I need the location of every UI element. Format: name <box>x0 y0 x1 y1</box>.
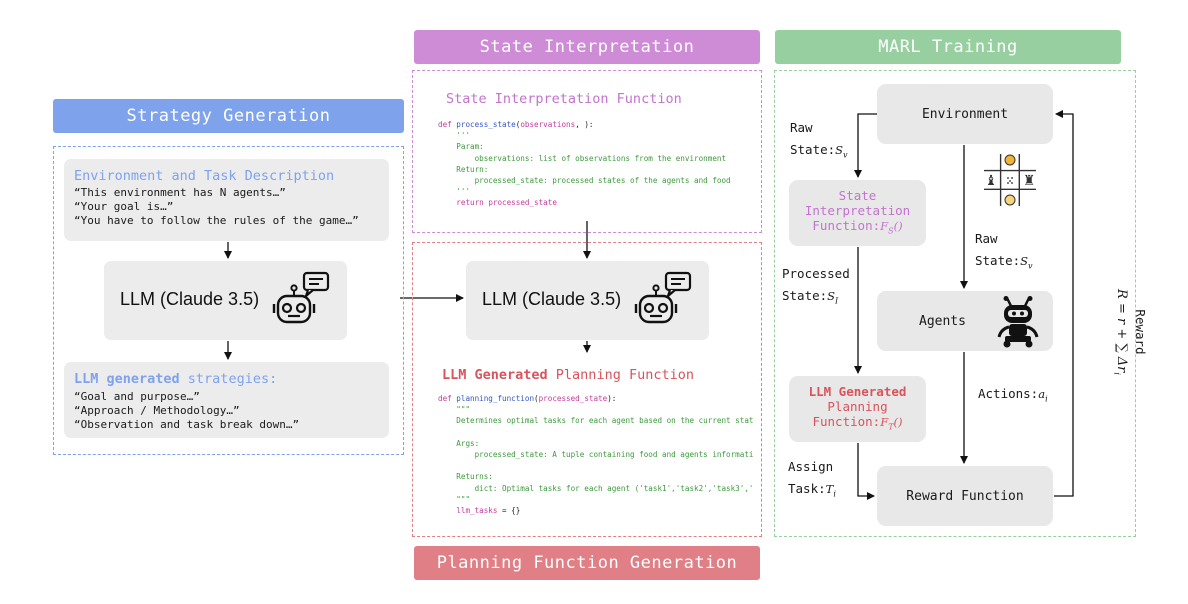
planning-function-code-card: LLM Generated Planning Function def plan… <box>424 355 754 527</box>
arrow-plan-to-reward <box>857 443 875 500</box>
marl-training-header: MARL Training <box>775 30 1121 64</box>
strategies-title: LLM generated strategies: <box>74 371 278 387</box>
svg-text:♝: ♝ <box>985 173 998 189</box>
robot-agent-icon <box>997 296 1039 348</box>
chess-grid-icon: ♝ ♜ <box>984 154 1036 206</box>
environment-task-description-box: Environment and Task Description “This e… <box>64 159 389 241</box>
reward-function-node: Reward Function <box>877 466 1053 526</box>
robot-chat-icon <box>272 271 330 324</box>
env-line: “This environment has N agents…” <box>74 186 286 199</box>
llm-generated-strategies-box: LLM generated strategies: “Goal and purp… <box>64 362 389 438</box>
arrow-reward-to-env <box>1054 110 1074 497</box>
reward-title: Reward <box>1133 309 1148 355</box>
reward-loop-label: Reward R = r + ∑ Δri <box>1105 237 1149 427</box>
llm-claude-box-right: LLM (Claude 3.5) <box>466 261 709 340</box>
svg-text:♜: ♜ <box>1023 173 1036 189</box>
state-interpretation-header: State Interpretation <box>414 30 760 64</box>
raw-state-mid-label: Raw State:Sv <box>975 231 1033 271</box>
llm-generated-planning-function-node: LLM Generated Planning Function:FT() <box>789 376 926 442</box>
environment-node: Environment <box>877 84 1053 144</box>
state-interpretation-panel <box>412 70 762 233</box>
code-block: def process_state(observations, ): ''' P… <box>438 120 731 208</box>
llm-label: LLM (Claude 3.5) <box>482 289 622 309</box>
agents-label: Agents <box>919 313 966 329</box>
strategy-line: “Observation and task break down…” <box>74 418 300 431</box>
env-line: “Your goal is…” <box>74 200 174 213</box>
environment-label: Environment <box>921 106 1009 122</box>
actions-label: Actions:ai <box>978 386 1048 404</box>
arrow-env-to-interp <box>854 113 877 178</box>
agents-node: Agents <box>877 291 1053 351</box>
reward-formula: R = r + ∑ Δri <box>1112 289 1129 375</box>
reward-function-label: Reward Function <box>906 488 1024 504</box>
strategy-line: “Approach / Methodology…” <box>74 404 240 417</box>
processed-state-label: Processed State:SI <box>782 266 850 306</box>
interp-line: Function:FS() <box>812 217 903 236</box>
interp-line: State <box>838 187 877 203</box>
state-interpretation-code-card: State Interpretation Function def proces… <box>424 79 754 220</box>
strategy-generation-panel <box>53 146 404 455</box>
assign-task-label: Assign Task:Ti <box>788 459 836 499</box>
planning-card-title: LLM Generated Planning Function <box>442 367 694 383</box>
planning-function-generation-header: Planning Function Generation <box>414 546 760 580</box>
state-card-title: State Interpretation Function <box>446 91 682 107</box>
plan-line: Planning <box>827 398 888 414</box>
interp-line: Interpretation <box>804 202 911 218</box>
llm-claude-box-left: LLM (Claude 3.5) <box>104 261 347 340</box>
env-line: “You have to follow the rules of the gam… <box>74 214 359 227</box>
plan-math: FT() <box>880 414 903 432</box>
env-box-title: Environment and Task Description <box>74 168 335 184</box>
robot-chat-icon <box>634 271 692 324</box>
planning-function-panel <box>412 242 762 537</box>
strategy-line: “Goal and purpose…” <box>74 390 200 403</box>
llm-label: LLM (Claude 3.5) <box>120 289 260 309</box>
interp-math: FS() <box>880 218 903 236</box>
marl-training-panel <box>774 70 1136 537</box>
plan-node-bold: LLM Generated <box>808 383 907 399</box>
state-interpretation-function-node: State Interpretation Function:FS() <box>789 180 926 246</box>
strategy-generation-header: Strategy Generation <box>53 99 404 133</box>
raw-state-left-label: Raw State:Sv <box>790 120 848 160</box>
plan-line: Function:FT() <box>812 413 903 432</box>
code-block: def planning_function(processed_state): … <box>438 394 786 538</box>
